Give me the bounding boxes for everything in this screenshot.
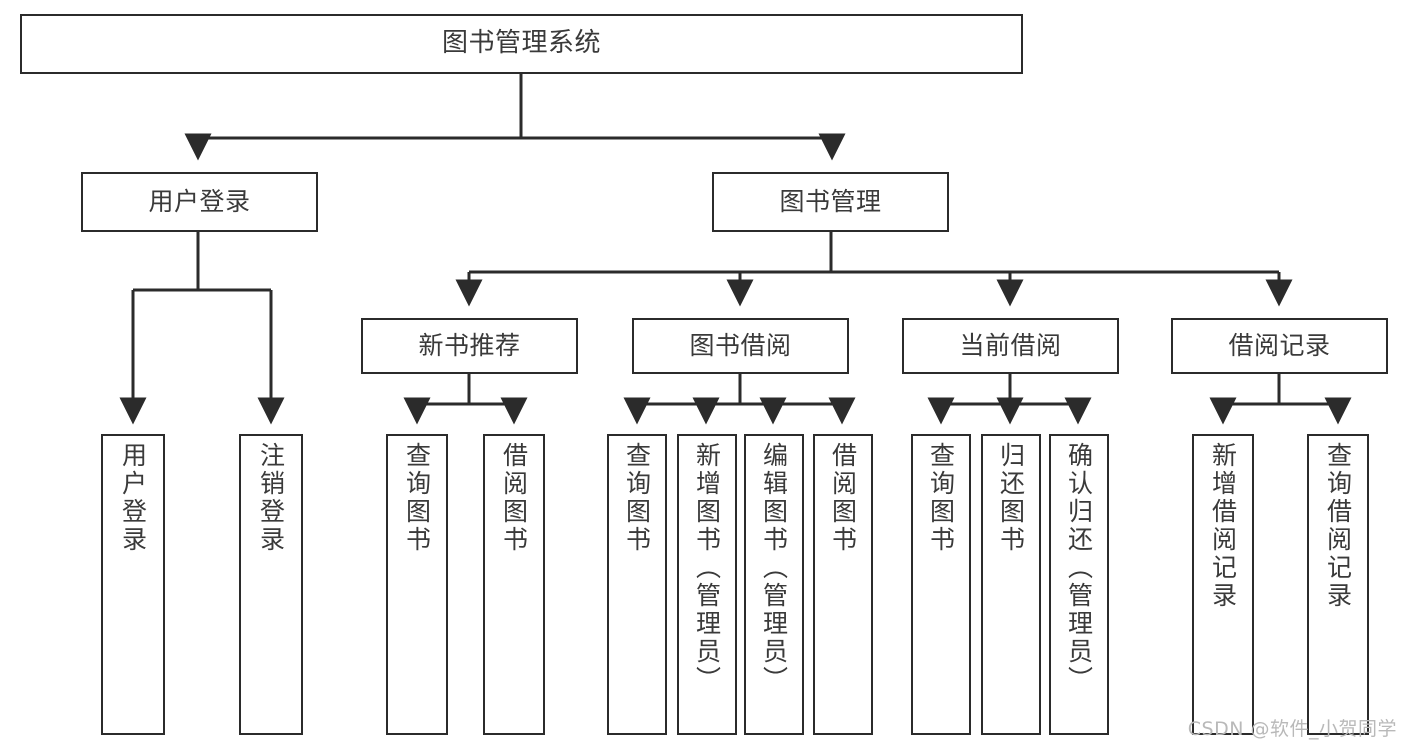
leaf-confirm-return-admin[interactable]: 确认归还（管理员） — [1049, 434, 1109, 735]
leaf-query-book-rec[interactable]: 查询图书 — [386, 434, 448, 735]
node-label: 图书管理系统 — [441, 28, 601, 59]
node-root-system[interactable]: 图书管理系统 — [20, 14, 1023, 74]
node-book-borrow[interactable]: 图书借阅 — [632, 318, 849, 374]
node-label: 查询图书 — [402, 442, 432, 554]
node-label: 图书借阅 — [689, 331, 792, 360]
node-book-management[interactable]: 图书管理 — [712, 172, 949, 232]
node-label: 借阅图书 — [499, 442, 529, 554]
node-label: 查询图书 — [926, 442, 956, 554]
node-label: 查询借阅记录 — [1323, 442, 1353, 610]
node-current-borrow[interactable]: 当前借阅 — [902, 318, 1119, 374]
leaf-query-borrow-record[interactable]: 查询借阅记录 — [1307, 434, 1369, 735]
leaf-borrow-book[interactable]: 借阅图书 — [813, 434, 873, 735]
leaf-logout-login[interactable]: 注销登录 — [239, 434, 303, 735]
leaf-user-login[interactable]: 用户登录 — [101, 434, 165, 735]
node-label: 确认归还（管理员） — [1064, 442, 1094, 694]
leaf-add-borrow-record[interactable]: 新增借阅记录 — [1192, 434, 1254, 735]
node-label: 编辑图书（管理员） — [759, 442, 789, 694]
leaf-edit-book-admin[interactable]: 编辑图书（管理员） — [744, 434, 804, 735]
node-label: 新增借阅记录 — [1208, 442, 1238, 610]
node-label: 借阅图书 — [828, 442, 858, 554]
node-label: 借阅记录 — [1228, 331, 1331, 360]
node-user-login[interactable]: 用户登录 — [81, 172, 318, 232]
node-new-book-recommend[interactable]: 新书推荐 — [361, 318, 578, 374]
node-borrow-record[interactable]: 借阅记录 — [1171, 318, 1388, 374]
node-label: 当前借阅 — [959, 331, 1062, 360]
leaf-query-book-borrow[interactable]: 查询图书 — [607, 434, 667, 735]
node-label: 归还图书 — [996, 442, 1026, 554]
node-label: 注销登录 — [256, 442, 286, 554]
leaf-return-book[interactable]: 归还图书 — [981, 434, 1041, 735]
leaf-add-book-admin[interactable]: 新增图书（管理员） — [677, 434, 737, 735]
node-label: 图书管理 — [779, 187, 882, 216]
leaf-query-book-current[interactable]: 查询图书 — [911, 434, 971, 735]
node-label: 用户登录 — [148, 187, 251, 216]
watermark-text: CSDN @软件_小贺同学 — [1187, 718, 1397, 740]
leaf-borrow-book-rec[interactable]: 借阅图书 — [483, 434, 545, 735]
node-label: 新增图书（管理员） — [692, 442, 722, 694]
node-label: 新书推荐 — [418, 331, 521, 360]
node-label: 查询图书 — [622, 442, 652, 554]
node-label: 用户登录 — [118, 442, 148, 554]
